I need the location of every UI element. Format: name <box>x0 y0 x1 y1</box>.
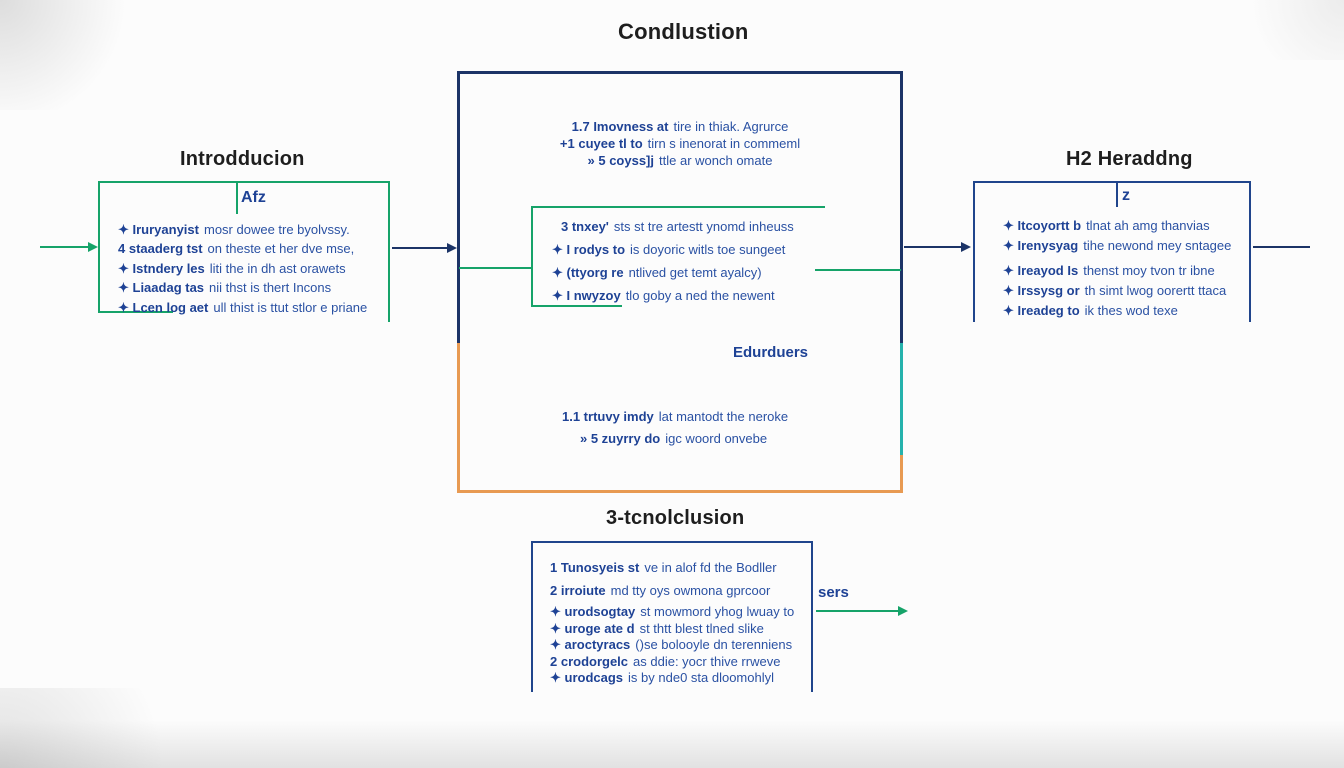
heading-box-border <box>973 181 975 322</box>
conclusion-box-title: 3-tcnolclusion <box>606 507 745 529</box>
connector-line <box>816 610 899 612</box>
connector-line <box>904 246 962 248</box>
main-box-border <box>457 71 903 74</box>
heading-divider-line <box>1116 183 1118 207</box>
connector-line <box>392 247 449 249</box>
intro-box-border <box>98 311 173 313</box>
corner-shading <box>1224 0 1344 60</box>
main-box-border-orange <box>457 343 460 493</box>
corner-shading <box>0 688 220 768</box>
heading-box-border <box>973 181 1251 183</box>
intro-box-title: Introdducion <box>180 148 305 170</box>
intro-box-border <box>98 181 390 183</box>
conclusion-tag-label: sers <box>818 584 849 601</box>
bottom-shading <box>0 720 1344 768</box>
main-box-border <box>900 71 903 343</box>
corner-shading <box>0 0 160 110</box>
inner-box-border <box>531 206 533 307</box>
arrowhead-icon <box>898 606 908 616</box>
intro-box-border <box>98 181 100 313</box>
connector-line <box>40 246 89 248</box>
main-box-border <box>457 71 460 343</box>
intro-box-border <box>388 181 390 322</box>
conclusion-box-border <box>531 541 533 692</box>
heading-box-border <box>1249 181 1251 322</box>
main-box-border-orange <box>900 455 903 493</box>
connector-line <box>1253 246 1310 248</box>
arrowhead-icon <box>961 242 971 252</box>
list-item: 3 tnxey'sts st tre artestt ynomd inheuss <box>561 219 794 234</box>
inner-box-border <box>531 305 622 307</box>
heading-divider-label: z <box>1122 187 1130 204</box>
intro-divider-label: Afz <box>241 189 266 206</box>
main-inner-list: 3 tnxey'sts st tre artestt ynomd inheuss… <box>552 215 794 307</box>
heading-box-title: H2 Heraddng <box>1066 148 1193 170</box>
list-item: ✦ aroctyracs()se bolooyle dn terenniens <box>550 637 793 652</box>
main-box-border-teal <box>900 343 903 457</box>
arrowhead-icon <box>447 243 457 253</box>
diagram-title: Condlustion <box>618 19 749 44</box>
conclusion-box-border <box>531 541 813 543</box>
inner-box-border <box>531 206 825 208</box>
main-sublabel: Edurduers <box>733 344 809 361</box>
conclusion-box-border <box>811 541 813 692</box>
intro-divider-line <box>236 183 238 214</box>
arrowhead-icon <box>88 242 98 252</box>
inner-box-right-connector <box>815 269 901 271</box>
inner-box-left-connector <box>459 267 532 269</box>
main-box-border-orange <box>457 490 903 493</box>
